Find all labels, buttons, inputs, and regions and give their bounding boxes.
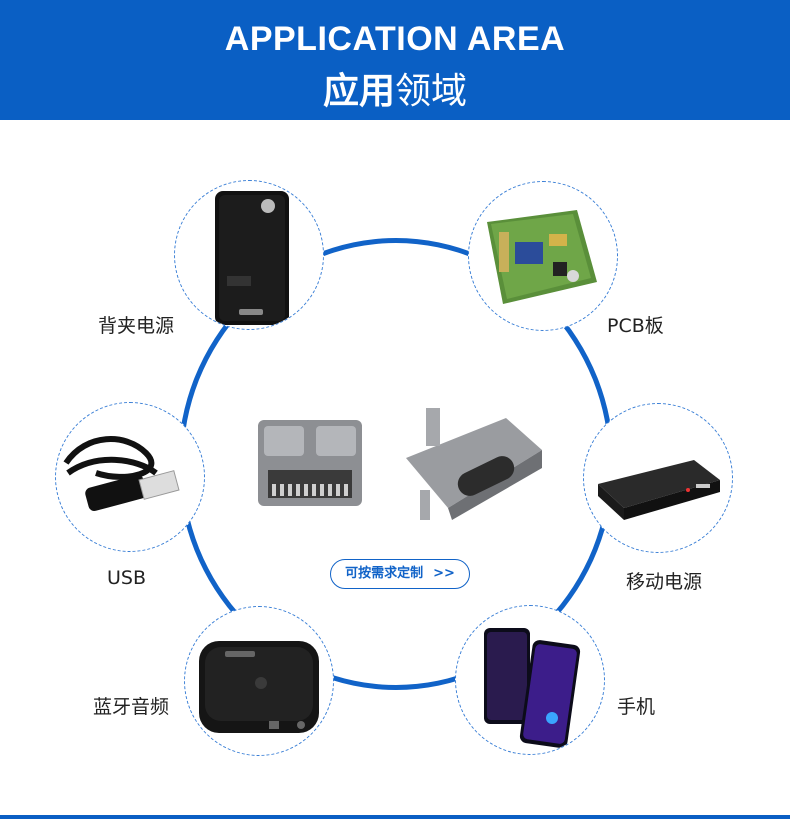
usb-cable-icon [63, 436, 180, 512]
application-label-power-bank: 移动电源 [626, 571, 703, 593]
bluetooth-audio-icon [199, 641, 319, 733]
application-label-usb: USB [107, 567, 147, 589]
usb-c-connector-side-icon [406, 408, 542, 520]
header-banner: APPLICATION AREA 应用领域 [0, 0, 790, 120]
application-bubble-usb [55, 402, 205, 552]
power-bank-icon [598, 460, 720, 520]
application-bubble-pcb [468, 181, 618, 331]
page-title-cn-bold: 应用 [322, 71, 395, 112]
application-label-pcb: PCB板 [607, 315, 664, 337]
page-title-cn: 应用领域 [0, 62, 790, 114]
page-title-en: APPLICATION AREA [224, 20, 566, 58]
application-bubble-bluetooth-audio [184, 606, 334, 756]
phone-battery-case-icon [215, 191, 289, 325]
customize-button[interactable]: 可按需求定制 >> [330, 559, 470, 589]
application-label-smartphone: 手机 [617, 696, 656, 718]
application-label-battery-case: 背夹电源 [98, 315, 175, 337]
customize-button-label: 可按需求定制 [345, 566, 424, 581]
usb-c-connector-front-icon [258, 420, 362, 506]
pcb-board-icon [487, 210, 597, 304]
application-bubble-power-bank [583, 403, 733, 553]
application-label-bluetooth-audio: 蓝牙音频 [93, 696, 170, 718]
footer-divider [0, 815, 790, 819]
application-bubble-smartphone [455, 605, 605, 755]
chevron-double-right-icon: >> [433, 566, 455, 581]
application-bubble-battery-case [174, 180, 324, 330]
page-title-cn-regular: 领域 [395, 71, 468, 112]
smartphone-icon [484, 628, 581, 748]
